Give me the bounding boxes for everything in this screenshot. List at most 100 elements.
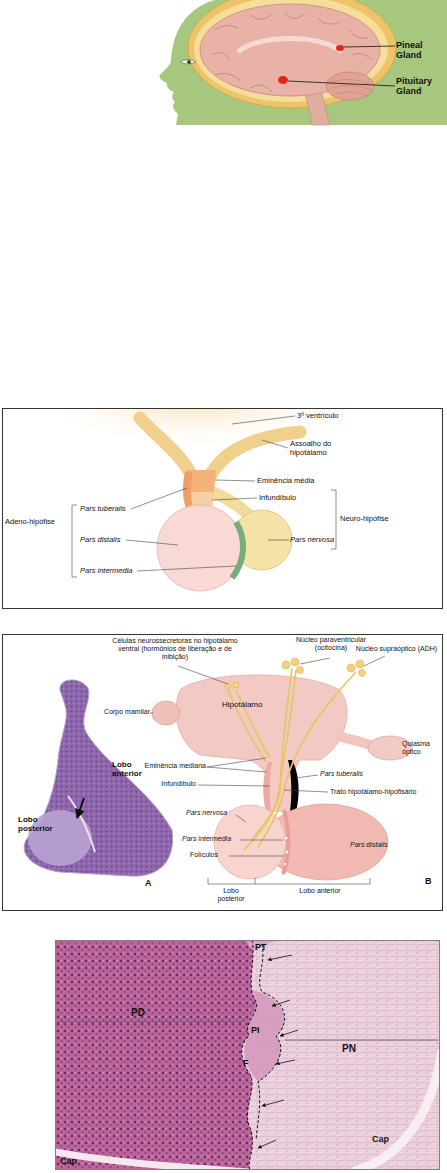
part-label: Eminência mediana [120, 762, 206, 770]
part-label: Pars nervosa [290, 536, 350, 545]
pars-nervosa-tissue [55, 940, 440, 1170]
capsule [55, 1152, 250, 1170]
leader-line [284, 790, 328, 792]
pointer-arrows [258, 955, 298, 1148]
region-abbreviation: Cap [372, 1134, 400, 1144]
panel-letter: B [425, 876, 440, 886]
leader-line [137, 566, 236, 571]
boundary-line [242, 940, 257, 1170]
leader-line [150, 713, 153, 714]
follicle [285, 850, 289, 854]
region-abbreviation: PI [251, 1025, 273, 1035]
part-label: Pars tuberalis [80, 505, 150, 514]
leader-line [178, 666, 228, 684]
part-label: Células neurossecretoras no hipotálamo v… [108, 637, 242, 661]
pointer-arrow [268, 955, 292, 960]
part-label: Núcleo supraóptico (ADH) [352, 645, 441, 653]
neuron-cell [291, 658, 299, 666]
eye-pupil [187, 60, 191, 64]
leader-line [364, 656, 385, 666]
leader-line [240, 840, 283, 841]
pointer-arrow [280, 1030, 298, 1036]
panel-frame [3, 635, 443, 911]
region-abbreviation: PT [255, 942, 277, 952]
pointer-arrow [262, 1100, 284, 1106]
part-label: Eminência média [257, 477, 337, 486]
part-label: Assoalho do hipotálamo [290, 440, 340, 457]
pars-intermedia-shape [283, 810, 288, 874]
nerve-fibres [228, 668, 356, 850]
neuron-cells [225, 658, 366, 689]
pointer-arrow [276, 1060, 295, 1064]
leader-line [300, 658, 330, 664]
region-abbreviation: PD [131, 1007, 159, 1019]
region-abbreviation: Cap [60, 1156, 88, 1166]
part-label: Pituitary Gland [396, 76, 442, 97]
pointer-arrow [77, 798, 84, 818]
part-label: Pars tuberalis [320, 770, 390, 778]
part-label: Pars intermedia [182, 835, 242, 843]
leader-line [215, 480, 255, 481]
neuron-cell [233, 682, 239, 688]
follicle [284, 836, 288, 840]
lobe-label: Lobo anterior [270, 887, 370, 895]
leader-line [232, 416, 295, 424]
pars-tuberalis-shape [263, 762, 272, 812]
histology-section-a [24, 680, 172, 876]
pars-tuberalis-shape [288, 760, 299, 812]
part-label: Neuro-hipófise [340, 515, 420, 524]
eye [180, 60, 196, 65]
leader-line [288, 81, 395, 86]
optic-chiasm [368, 736, 412, 760]
tissue-section [24, 680, 172, 876]
hypothalamus-floor [209, 432, 300, 478]
leader-line [198, 785, 270, 786]
pointer-arrow [258, 1140, 276, 1148]
leader-line [268, 540, 289, 541]
mammillary-body [152, 701, 180, 725]
skull-layer [188, 0, 396, 108]
micrograph-frame [56, 941, 440, 1170]
head-illustration [159, 0, 447, 125]
leader-line [296, 775, 318, 778]
part-label: Trato hipotálamo-hipofisário [330, 788, 440, 796]
pars-distalis-shape [157, 505, 243, 591]
follicle [283, 862, 287, 866]
cleft [68, 796, 95, 852]
part-label: 3º ventrículo [297, 412, 377, 421]
pars-intermedia-shape [232, 522, 243, 578]
region-abbreviation: PN [342, 1043, 370, 1055]
bracket [72, 505, 77, 577]
leader-line [344, 46, 395, 47]
neuron-cell [297, 667, 304, 674]
neuron-cell [356, 660, 364, 668]
lobe-label: Lobo posterior [18, 815, 60, 833]
leader-line [207, 758, 266, 767]
region-abbreviation: F [243, 1058, 257, 1068]
leader-line [229, 856, 284, 857]
pineal-gland [336, 45, 344, 51]
pointer-arrow [272, 1000, 290, 1006]
leader-line [236, 815, 246, 822]
part-label: Quiasma óptico [402, 740, 442, 756]
hypothalamus-floor [140, 418, 193, 478]
neuron-cell [347, 664, 355, 672]
part-label: Folículos [190, 851, 235, 859]
part-label: Pars intermedia [80, 567, 150, 576]
boundary-line [256, 944, 285, 1140]
lobe-label: Lobo posterior [211, 887, 251, 903]
part-label: Pars nervosa [186, 809, 246, 817]
part-label: Corpo mamilar [92, 708, 150, 716]
pars-distalis-tissue [55, 940, 257, 1170]
part-label: Infundíbulo [138, 780, 196, 788]
leader-line [126, 540, 178, 545]
cerebellum [326, 72, 374, 100]
part-label: Infundíbulo [259, 494, 319, 503]
pituitary-gland [278, 76, 288, 84]
corpus-callosum [238, 39, 342, 53]
panel-letter: A [145, 878, 160, 888]
region-label: Pars distalis [350, 841, 412, 849]
